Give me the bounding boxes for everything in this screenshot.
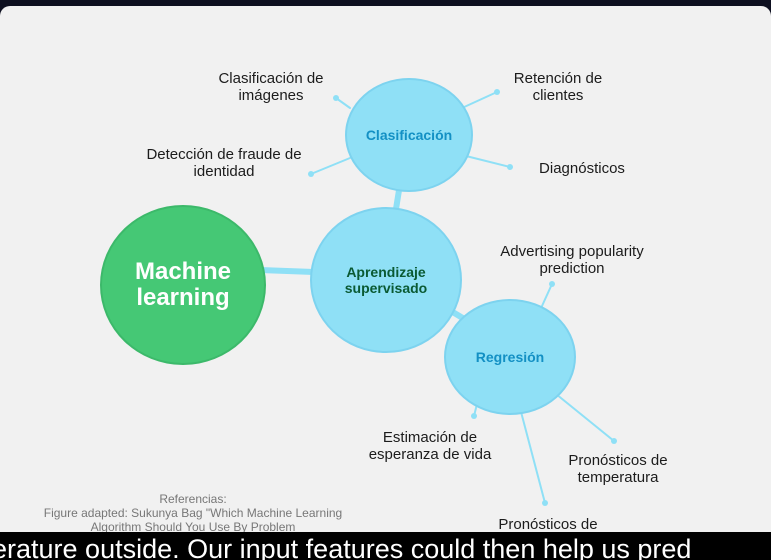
dot-esp	[471, 413, 477, 419]
label-image-classification: Clasificación de imágenes	[218, 70, 324, 104]
link-ret	[461, 91, 498, 109]
classification-node: Clasificación	[345, 78, 473, 192]
dot-temp	[611, 438, 617, 444]
regression-node: Regresión	[444, 299, 576, 415]
dot-mercado	[542, 500, 548, 506]
references-text: Figure adapted: Sukunya Bag "Which Machi…	[43, 506, 343, 534]
label-fraud-detection: Detección de fraude de identidad	[146, 146, 302, 180]
regression-label: Regresión	[475, 349, 545, 365]
subtitle-text: erature outside. Our input features coul…	[0, 534, 692, 560]
dot-diag	[507, 164, 513, 170]
link-temp	[555, 393, 615, 442]
label-customer-retention: Retención de clientes	[513, 70, 603, 104]
supervised-learning-label: Aprendizaje supervisado	[344, 264, 428, 296]
dot-ret	[494, 89, 500, 95]
references-heading: Referencias:	[159, 492, 227, 506]
supervised-learning-node: Aprendizaje supervisado	[310, 207, 462, 353]
references: Referencias: Figure adapted: Sukunya Bag…	[28, 492, 358, 534]
link-fraude	[310, 157, 351, 175]
machine-learning-label: Machine learning	[134, 258, 232, 311]
link-diag	[465, 155, 511, 168]
classification-label: Clasificación	[365, 127, 453, 143]
label-advertising-prediction: Advertising popularity prediction	[500, 243, 644, 277]
dot-fraude	[308, 171, 314, 177]
slide: Machine learning Aprendizaje supervisado…	[0, 6, 771, 560]
video-subtitle-bar: erature outside. Our input features coul…	[0, 532, 771, 560]
link-adv	[541, 283, 553, 307]
dot-adv	[549, 281, 555, 287]
link-mercado	[519, 407, 546, 504]
label-diagnostics: Diagnósticos	[539, 160, 625, 177]
link-ml-supervised	[257, 267, 317, 275]
label-temperature-forecast: Pronósticos de temperatura	[568, 452, 668, 486]
dot-img	[333, 95, 339, 101]
label-life-expectancy: Estimación de esperanza de vida	[368, 429, 492, 463]
machine-learning-node: Machine learning	[100, 205, 266, 365]
